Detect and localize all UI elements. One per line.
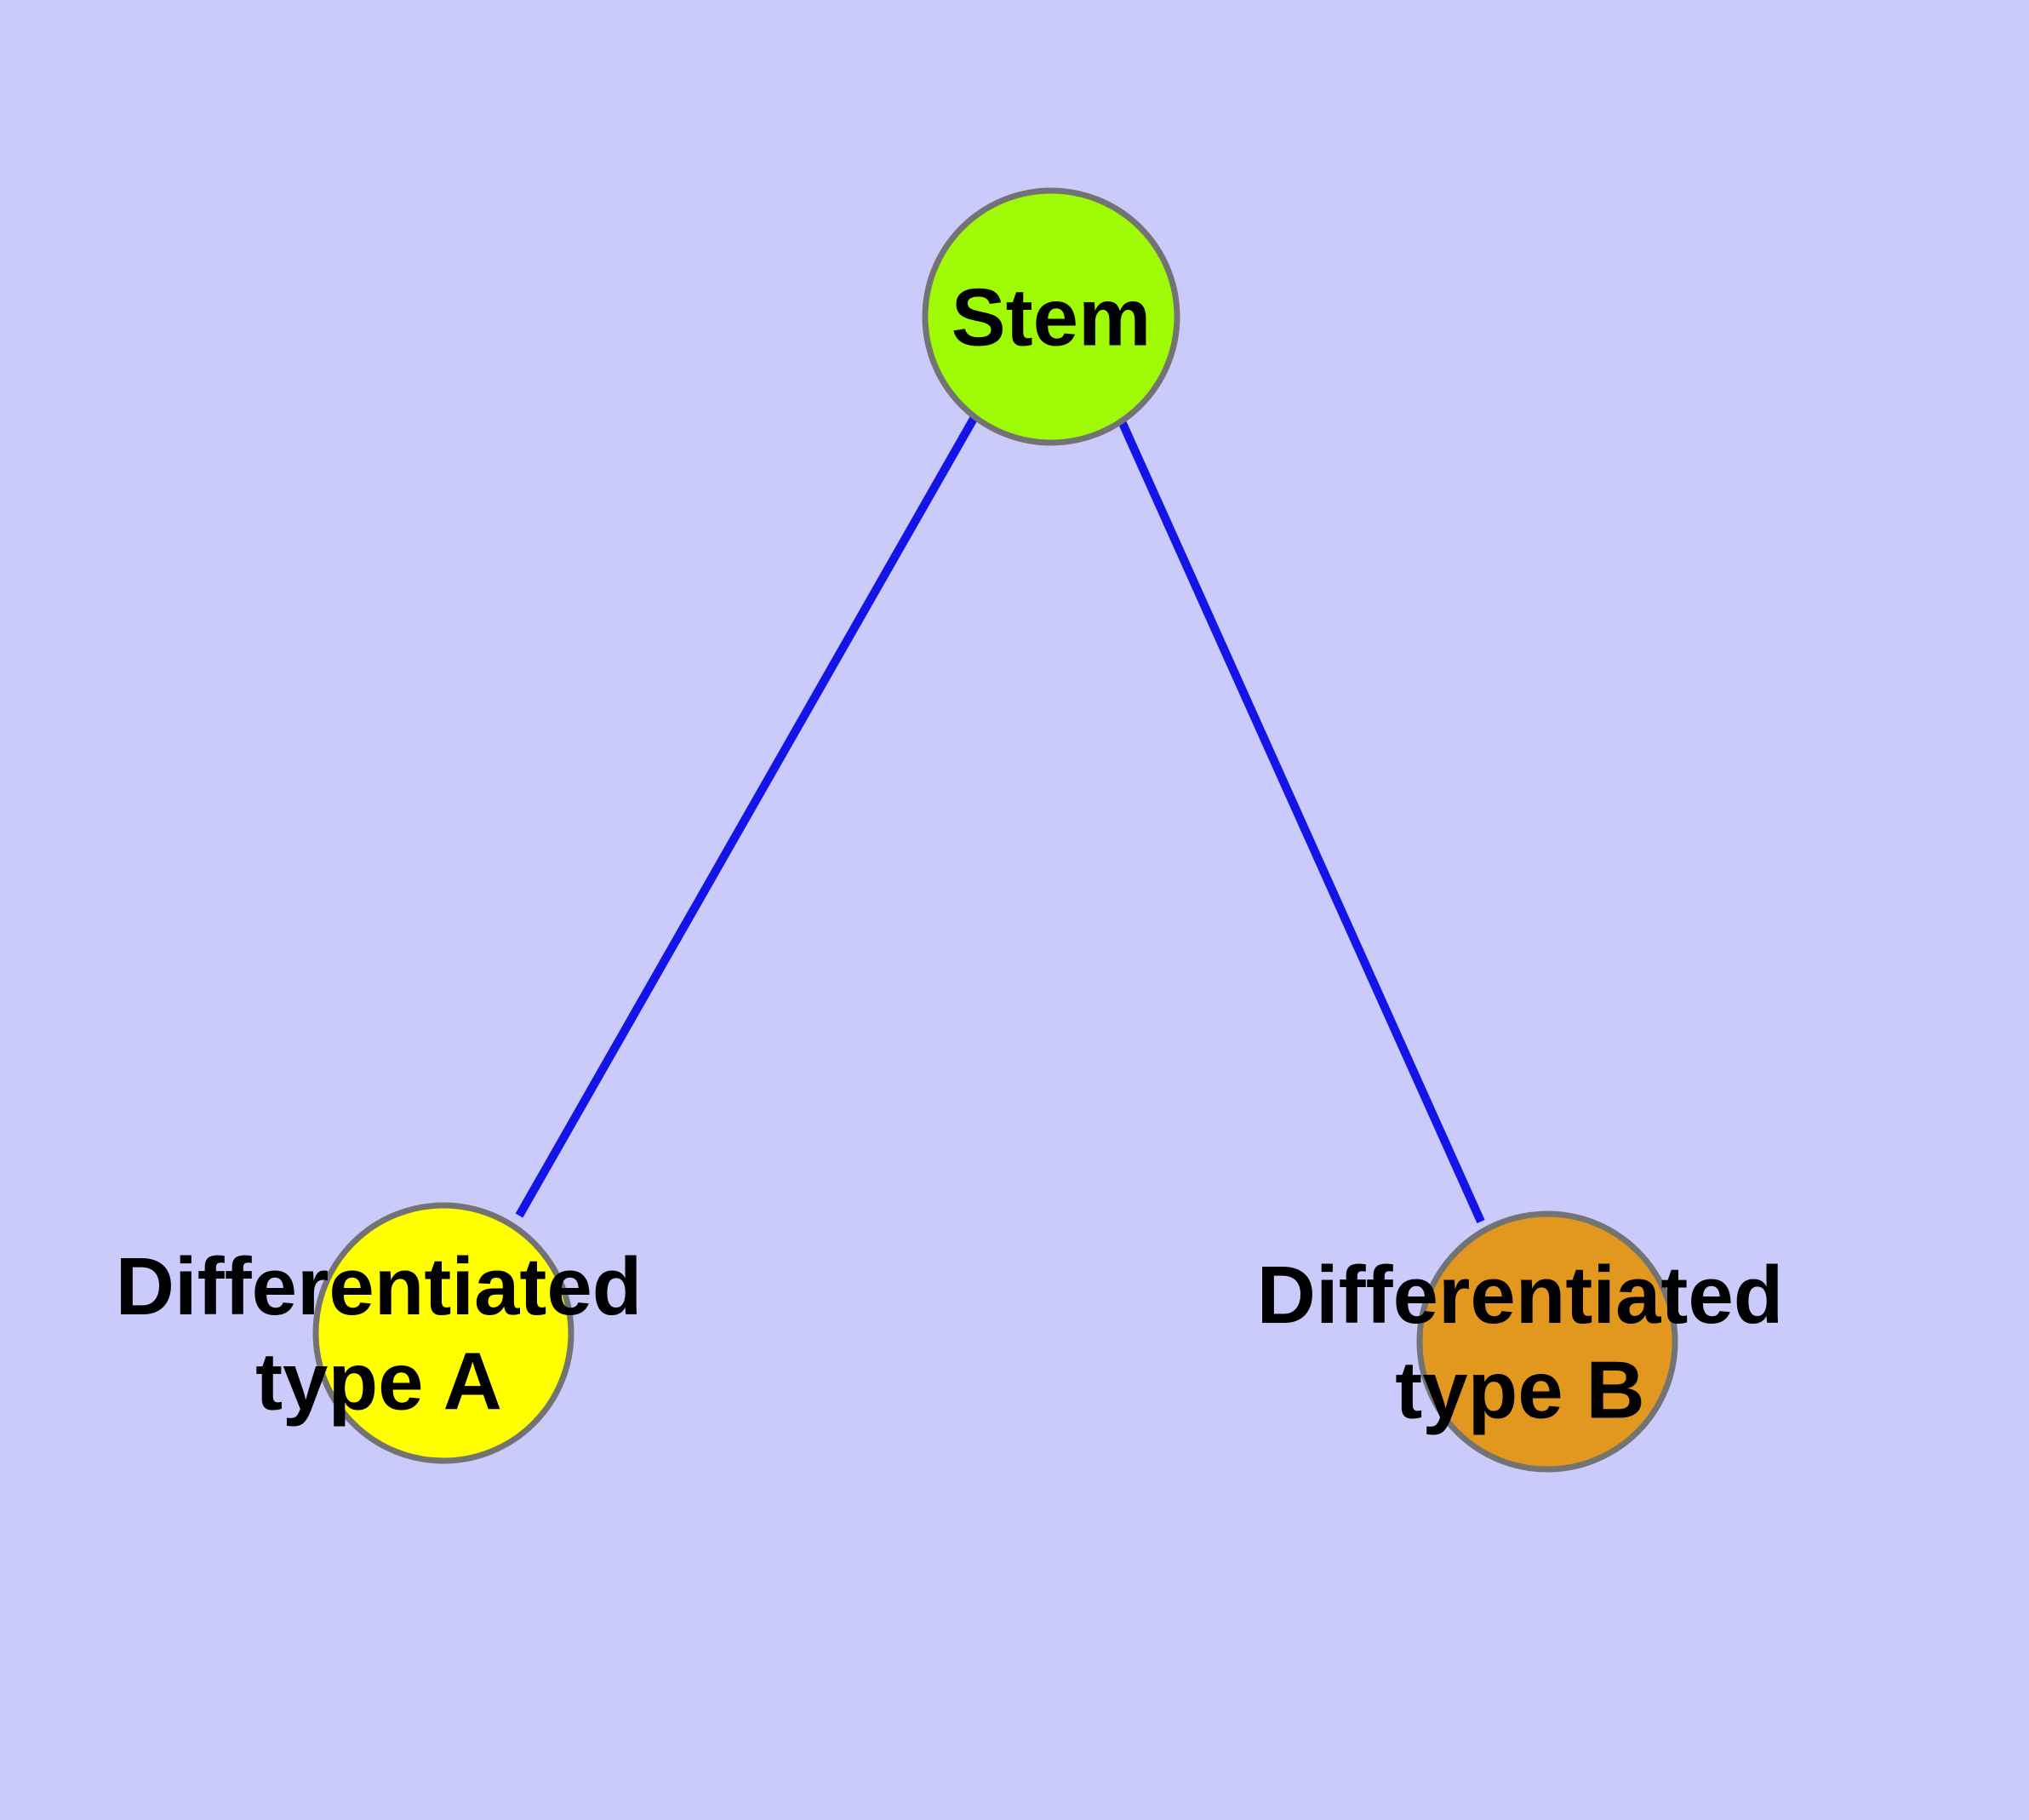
edge-layer (515, 415, 1485, 1224)
label-line: Differentiated (1257, 1250, 1784, 1341)
edge-stem-to-diff-b[interactable] (1117, 419, 1485, 1224)
label-line: type A (255, 1336, 502, 1427)
label-line: Stem (952, 272, 1152, 363)
label-line: type B (1395, 1344, 1644, 1435)
label-line: Differentiated (116, 1241, 643, 1332)
node-diff-a[interactable] (312, 1202, 574, 1464)
edge-stem-to-diff-a[interactable] (515, 415, 979, 1218)
node-diff-b[interactable] (1416, 1210, 1678, 1473)
node-stem[interactable] (922, 187, 1180, 446)
node-label-stem: Stem (952, 272, 1152, 363)
node-layer (312, 187, 1678, 1473)
